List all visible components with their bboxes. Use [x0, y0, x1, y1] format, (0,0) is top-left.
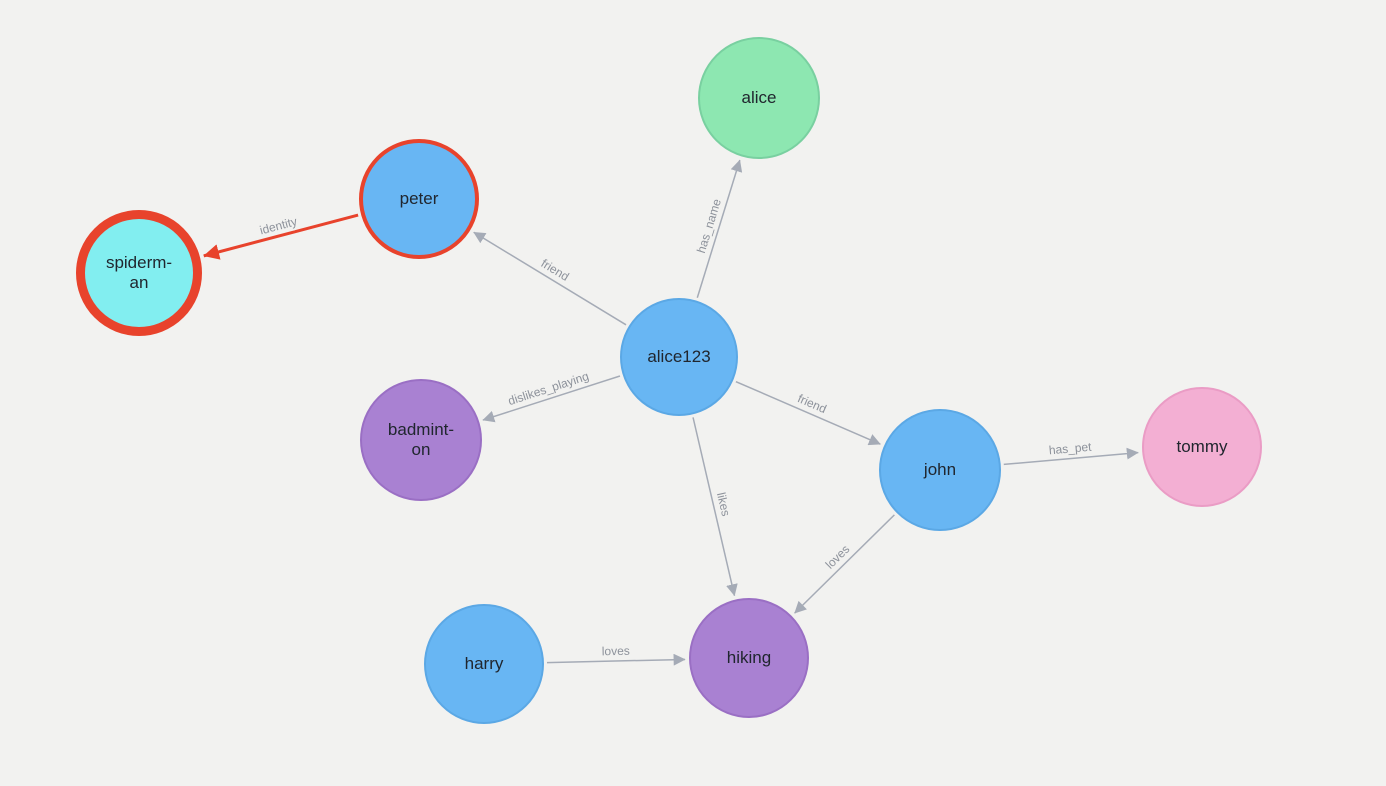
graph-node-alice123[interactable]: alice123: [620, 298, 738, 416]
node-label: badmint-on: [387, 420, 455, 459]
edge-line[interactable]: [794, 514, 895, 614]
node-label: john: [923, 460, 957, 480]
graph-node-john[interactable]: john: [879, 409, 1001, 531]
edge-line[interactable]: [482, 375, 621, 423]
graph-node-badminton[interactable]: badmint-on: [360, 379, 482, 501]
edge-label[interactable]: loves: [600, 642, 632, 661]
node-label: hiking: [726, 648, 772, 668]
edge-line[interactable]: [203, 213, 359, 260]
node-label: tommy: [1176, 437, 1228, 457]
graph-node-spiderman[interactable]: spiderm-an: [76, 210, 202, 336]
graph-node-peter[interactable]: peter: [359, 139, 479, 259]
edge-line[interactable]: [735, 380, 881, 446]
graph-node-hiking[interactable]: hiking: [689, 598, 809, 718]
graph-node-tommy[interactable]: tommy: [1142, 387, 1262, 507]
graph-edge-harry-hiking[interactable]: loves: [546, 642, 686, 666]
node-label: alice123: [647, 347, 711, 367]
edge-line[interactable]: [696, 159, 743, 298]
node-label: peter: [399, 189, 439, 209]
edge-line[interactable]: [692, 417, 738, 597]
graph-edge-john-tommy[interactable]: has_pet: [1003, 438, 1139, 466]
edge-label[interactable]: has_pet: [1046, 438, 1094, 460]
graph-node-alice[interactable]: alice: [698, 37, 820, 159]
edge-line[interactable]: [546, 653, 686, 666]
node-label: alice: [741, 88, 777, 108]
graph-node-harry[interactable]: harry: [424, 604, 544, 724]
edge-line[interactable]: [1003, 447, 1139, 466]
node-label: spiderm-an: [105, 253, 173, 292]
edge-line[interactable]: [473, 231, 627, 326]
node-label: harry: [464, 654, 504, 674]
